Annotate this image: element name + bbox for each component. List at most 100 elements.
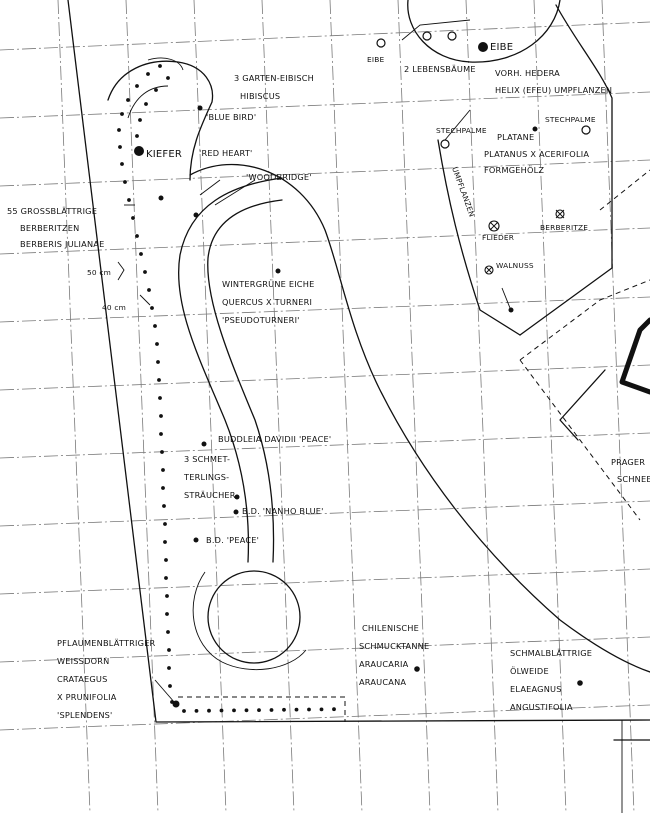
hedge-plant-dot	[163, 522, 167, 526]
label-eibe-right: EIBE	[490, 42, 513, 53]
label-kiefer: KIEFER	[146, 149, 182, 160]
berberitze-icon-cross	[555, 209, 565, 219]
label-nanho-blue: B.D. 'NANHO BLUE'	[242, 506, 324, 516]
winding-path-right	[207, 199, 283, 563]
label-oelweide-1: SCHMALBLÄTTRIGE	[510, 648, 592, 658]
hedge-bed-outline	[107, 60, 214, 181]
hedge-plant-dot	[166, 630, 170, 634]
house-wall	[619, 317, 650, 395]
label-bd-peace: B.D. 'PEACE'	[206, 535, 259, 545]
label-garten-eibisch: 3 GARTEN-EIBISCH	[234, 73, 314, 83]
hedge-plant-dot	[131, 216, 135, 220]
top-right-curve	[407, 0, 561, 63]
right-section-outline	[519, 4, 613, 336]
hedge-plant-dot	[159, 432, 163, 436]
label-berberitzen-2: BERBERITZEN	[20, 223, 79, 233]
label-eiche-3: 'PSEUDOTURNERI'	[222, 315, 300, 325]
label-araucaria-3: ARAUCARIA	[359, 659, 409, 669]
terrace-step	[559, 369, 606, 441]
hedge-plant-dot	[282, 707, 286, 712]
hedge-plant-dot	[147, 288, 151, 292]
walnuss-target-icon	[508, 307, 514, 313]
buddleia-icon	[234, 494, 240, 500]
hedge-plant-dot	[118, 145, 122, 149]
label-oelweide-2: ÖLWEIDE	[510, 666, 549, 676]
arrow-line	[401, 19, 471, 41]
building-outline-dashed	[519, 279, 650, 361]
arrow-line	[214, 179, 256, 206]
label-schmetterlings-2: TERLINGS-	[183, 472, 229, 482]
hedge-plant-dot	[159, 414, 163, 418]
label-oelweide-4: ANGUSTIFOLIA	[510, 702, 573, 712]
label-formgehoelz: FORMGEHÖLZ	[484, 165, 544, 175]
eibe-left-icon	[376, 38, 386, 48]
buddleia-icon	[201, 441, 207, 447]
dimension-tick	[139, 294, 151, 306]
label-red-heart: 'RED HEART'	[199, 148, 253, 158]
hedge-plant-dot	[127, 198, 131, 202]
label-stechpalme-left: STECHPALME	[436, 126, 487, 135]
hedge-plant-dot	[139, 252, 143, 256]
hedge-plant-dot	[158, 396, 162, 400]
building-outline-dashed-2	[519, 359, 641, 521]
hedge-plant-dot	[146, 72, 150, 76]
hedge-plant-dot	[154, 88, 158, 92]
label-weissdorn-2: WEISSDORN	[57, 656, 109, 666]
hedge-plant-dot	[156, 360, 160, 364]
hedge-plant-dot	[161, 468, 165, 472]
label-oelweide-3: ELAEAGNUS	[510, 684, 562, 694]
label-weissdorn-5: 'SPLENDENS'	[57, 710, 113, 720]
label-buddleia: BUDDLEIA DAVIDII 'PEACE'	[218, 434, 331, 444]
hedge-plant-dot	[120, 112, 124, 116]
hedge-plant-dot	[319, 707, 324, 712]
araucaria-icon	[414, 666, 420, 672]
winding-path-left	[178, 177, 283, 563]
hedge-plant-dot	[166, 76, 170, 80]
label-flieder: FLIEDER	[482, 233, 514, 242]
stechpalme-left-icon	[440, 139, 450, 149]
hedge-plant-dot	[158, 64, 162, 68]
label-stechpalme-right: STECHPALME	[545, 115, 596, 124]
hedge-plant-dot	[269, 708, 274, 712]
hedge-plant-dot	[167, 648, 171, 652]
oelweide-icon	[577, 680, 583, 686]
label-berberitzen-3: BERBERIS JULIANAE	[20, 239, 104, 249]
label-woodbridge: 'WOODBRIDGE'	[246, 172, 312, 182]
hedge-plant-dot	[123, 180, 127, 184]
circular-terrace	[207, 570, 301, 664]
hedge-plant-dot	[155, 342, 159, 346]
platane-bed-outline	[437, 139, 521, 336]
hedge-plant-dot	[194, 709, 199, 713]
hedge-plant-dot	[165, 594, 169, 598]
label-araucaria-2: SCHMUCKTANNE	[359, 641, 429, 651]
nanho-icon	[233, 509, 239, 515]
label-lebensbaeume: 2 LEBENSBÄUME	[404, 64, 476, 74]
plant-markers	[134, 31, 591, 708]
hedge-plant-dot	[138, 118, 142, 122]
hedge-plant-dot	[164, 558, 168, 562]
hedge-bed-inner	[127, 85, 169, 119]
berberis-hedge-dots	[117, 64, 336, 713]
label-hedera-2: HELIX (EFEU) UMPFLANZEN	[495, 85, 612, 95]
label-schmetterlings-1: 3 SCHMET-	[184, 454, 230, 464]
walnuss-icon-cross	[485, 266, 493, 274]
eibe-right-icon	[478, 42, 488, 52]
woodbridge-icon	[193, 212, 199, 218]
hedge-plant-dot	[244, 708, 249, 713]
terrace-arc	[192, 571, 307, 671]
right-dashed-line	[599, 169, 650, 211]
hedge-plant-dot	[135, 84, 139, 88]
dimension-tick	[117, 261, 125, 281]
label-eiche-2: QUERCUS X TURNERI	[222, 297, 312, 307]
kiefer-icon	[134, 146, 144, 156]
stechpalme-right-icon	[581, 125, 591, 135]
hedge-plant-dot	[164, 576, 168, 580]
flieder-icon-cross	[489, 221, 499, 231]
label-berberitzen-1: 55 GROSSBLÄTTRIGE	[7, 206, 97, 216]
hedge-plant-dot	[294, 707, 299, 712]
arrow-line	[199, 179, 221, 196]
label-dim-50: 50 cm	[87, 268, 111, 277]
platane-icon	[532, 126, 538, 132]
hedge-plant-dot	[165, 612, 169, 616]
label-araucaria-4: ARAUCANA	[359, 677, 406, 687]
